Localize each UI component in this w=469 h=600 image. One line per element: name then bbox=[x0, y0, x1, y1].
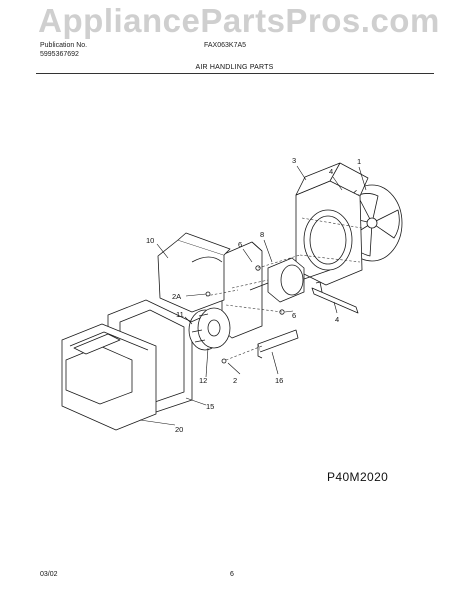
callout-labels: 1 2 2A 3 4 4 6 6 8 10 11 12 15 16 20 bbox=[146, 156, 361, 434]
callout-2a: 2A bbox=[172, 292, 181, 301]
lower-bracket-part bbox=[257, 329, 299, 359]
callout-8: 8 bbox=[260, 230, 264, 239]
orifice-shroud-part bbox=[295, 162, 369, 286]
callout-20: 20 bbox=[175, 425, 183, 434]
callout-4-upper: 4 bbox=[329, 167, 333, 176]
section-title: AIR HANDLING PARTS bbox=[195, 64, 274, 71]
diagram-code: P40M2020 bbox=[327, 470, 389, 484]
front-cover-part bbox=[61, 323, 157, 431]
footer-page-number: 6 bbox=[230, 571, 234, 578]
callout-10: 10 bbox=[146, 236, 154, 245]
scroll-housing-part bbox=[157, 232, 231, 313]
callout-12: 12 bbox=[199, 376, 207, 385]
callout-6-lower: 6 bbox=[292, 311, 296, 320]
callout-16: 16 bbox=[275, 376, 283, 385]
callout-2: 2 bbox=[233, 376, 237, 385]
callout-4-lower: 4 bbox=[335, 315, 339, 324]
header-brand: Publication No. bbox=[40, 42, 88, 49]
callout-leader-lines bbox=[139, 165, 367, 426]
blower-wheel-part bbox=[188, 307, 231, 351]
assembly-guide-lines bbox=[205, 217, 363, 361]
header-divider bbox=[36, 73, 434, 74]
footer-date: 03/02 bbox=[40, 571, 58, 578]
callout-6-upper: 6 bbox=[238, 240, 242, 249]
fan-motor-part bbox=[249, 257, 331, 303]
model-number: FAX063K7A5 bbox=[204, 42, 247, 49]
callout-3: 3 bbox=[292, 156, 296, 165]
callout-15: 15 bbox=[206, 402, 214, 411]
watermark-logo: AppliancePartsPros.com bbox=[38, 2, 440, 39]
mounting-rail-part bbox=[311, 281, 359, 314]
publication-number: 5995367692 bbox=[40, 51, 79, 58]
callout-1: 1 bbox=[357, 157, 361, 166]
callout-11: 11 bbox=[176, 310, 184, 319]
